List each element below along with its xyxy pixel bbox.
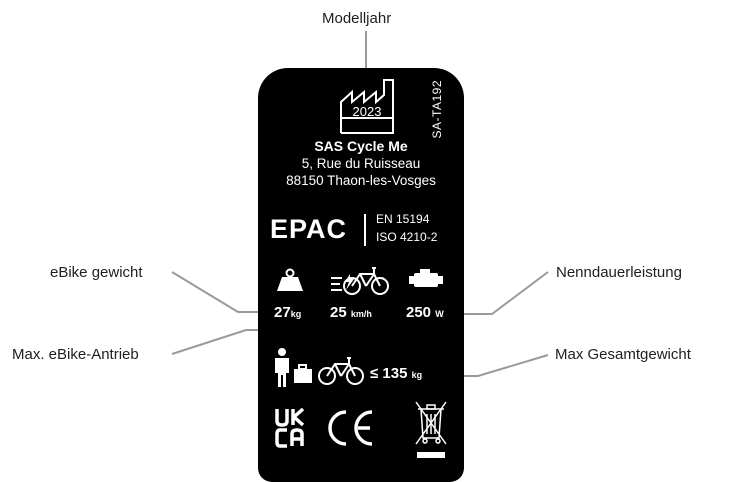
norm-en15194: EN 15194 bbox=[376, 212, 430, 226]
power-spec: 250 W bbox=[406, 304, 444, 321]
address-line-2: 88150 Thaon-les-Vosges bbox=[286, 173, 436, 188]
ebike-speed-icon bbox=[331, 267, 389, 295]
address-line-1: 5, Rue du Ruisseau bbox=[301, 156, 421, 171]
callout-assist: Max. eBike-Antrieb bbox=[12, 346, 139, 363]
weight-unit: kg bbox=[290, 309, 302, 319]
weight-icon bbox=[277, 268, 303, 291]
company-block: SAS Cycle Me 5, Rue du Ruisseau 88150 Th… bbox=[258, 138, 464, 189]
bike-icon bbox=[318, 357, 364, 385]
max-weight-unit: kg bbox=[411, 370, 423, 380]
motor-icon bbox=[409, 269, 443, 287]
speed-unit: km/h bbox=[350, 309, 372, 319]
power-value: 250 bbox=[406, 304, 432, 321]
model-year-value: 2023 bbox=[352, 104, 382, 119]
weight-spec: 27kg bbox=[274, 304, 301, 321]
type-code: SA-TA192 bbox=[430, 80, 444, 139]
callout-power: Nenndauerleistung bbox=[556, 264, 682, 281]
person-icon bbox=[275, 348, 289, 387]
weee-bin-icon bbox=[415, 401, 447, 458]
callout-weight: eBike gewicht bbox=[50, 264, 143, 281]
speed-spec: 25 km/h bbox=[330, 304, 372, 321]
product-label: 2023 SA-TA192 SAS Cycle Me 5, Rue du Rui… bbox=[258, 68, 464, 482]
luggage-icon bbox=[294, 364, 312, 383]
speed-value: 25 bbox=[330, 304, 347, 321]
max-weight-spec: ≤ 135 kg bbox=[370, 365, 422, 382]
callout-total-weight: Max Gesamtgewicht bbox=[555, 346, 691, 363]
epac-mark: EPAC bbox=[270, 214, 348, 244]
ce-mark bbox=[328, 410, 373, 446]
factory-icon bbox=[340, 79, 394, 134]
leader-total-weight bbox=[452, 354, 549, 377]
weight-value: 27 bbox=[274, 304, 291, 321]
leader-power bbox=[452, 271, 549, 315]
max-weight-value: ≤ 135 bbox=[370, 365, 408, 382]
norm-iso4210: ISO 4210-2 bbox=[376, 230, 438, 244]
power-unit: W bbox=[435, 309, 444, 319]
epac-divider bbox=[364, 214, 366, 246]
ukca-mark bbox=[275, 408, 305, 448]
company-name: SAS Cycle Me bbox=[314, 138, 408, 154]
callout-model-year: Modelljahr bbox=[322, 10, 392, 27]
